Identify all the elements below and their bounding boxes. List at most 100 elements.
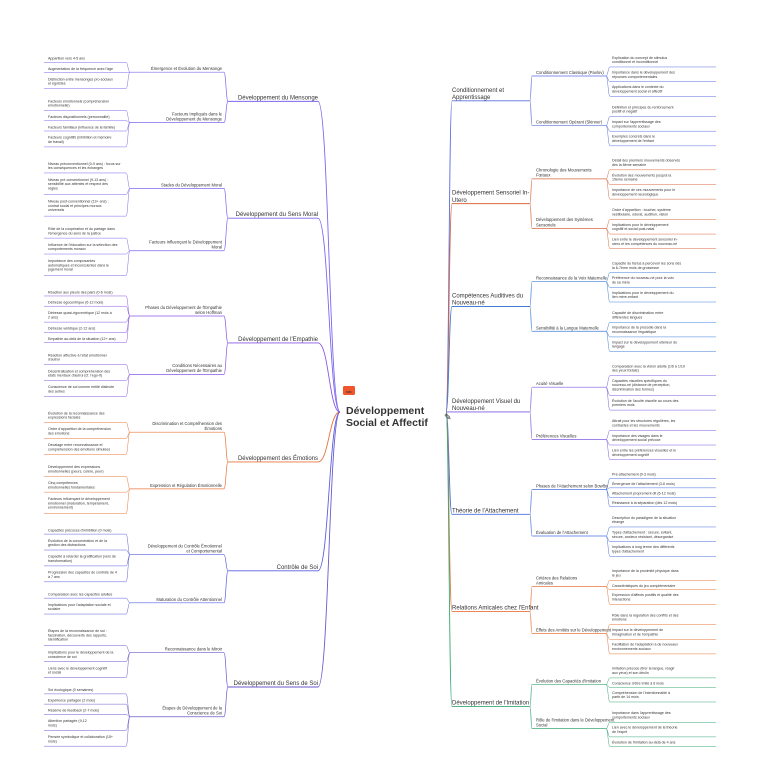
- leaf-topic: Lien avec le développement de la théorie…: [612, 726, 678, 734]
- sub-topic-line: Évaluation de l'Attachement: [536, 530, 589, 535]
- link-line: [223, 315, 229, 344]
- leaf-topic: Comparaison avec les capacités adultes: [48, 592, 113, 596]
- leaf-topic: Détresse égocentrique (6-12 mois): [48, 301, 103, 305]
- link-line: [125, 188, 131, 195]
- sub-topic-line: Sensoriels: [536, 222, 556, 227]
- link-line: [529, 203, 533, 229]
- link-line: [605, 228, 611, 249]
- leaf-topic: Caractéristiques du jeu complémentaire: [612, 584, 675, 588]
- link-line: [529, 100, 533, 126]
- central-topic-badge: ᴍᴍ: [346, 389, 352, 394]
- leaf-topic: Facteurs familiaux (influence de la fami…: [48, 125, 115, 129]
- sub-topic-line: et Comportemental: [186, 549, 222, 554]
- leaf-topic-line: langage: [612, 345, 625, 349]
- main-topic: Développement du Mensonge: [238, 95, 319, 101]
- leaf-topic-line: Exemples concrets dans le: [612, 135, 655, 139]
- leaf-topic-line: identification: [48, 638, 68, 642]
- leaf-topic-line: différentes langues: [612, 315, 643, 319]
- leaf-topic-line: à 7 ans: [48, 575, 60, 579]
- leaf-topic-line: réponses comportementales: [612, 75, 658, 79]
- main-topic: Contrôle de Soi: [277, 565, 318, 571]
- leaf-topic: Empathie au-delà de la situation (12+ an…: [48, 337, 116, 341]
- leaf-topic-line: Importance de ces mouvements pour le: [612, 188, 675, 192]
- link-line: [605, 386, 611, 411]
- link-line: [125, 188, 131, 217]
- leaf-topic-line: positif et négatif: [612, 110, 637, 114]
- link-line: [125, 597, 131, 604]
- leaf-topic-line: 15ème semaine: [612, 178, 638, 182]
- link-line: [125, 475, 131, 490]
- sub-topic-line: Chronologie des Mouvements: [536, 168, 592, 173]
- central-topic-icon: [343, 386, 355, 395]
- main-topic-line: Nouveau-né: [452, 406, 485, 412]
- leaf-topic-line: développement neurologique: [612, 192, 658, 196]
- leaf-topic-line: comportements sociaux: [612, 124, 650, 128]
- link-line: [605, 219, 611, 229]
- link-line: [529, 75, 533, 102]
- leaf-topic-line: Décentralisation et compréhension des: [48, 369, 110, 373]
- leaf-topic-line: transformation): [48, 559, 72, 563]
- leaf-topic-line: Impact sur le développement de: [612, 628, 663, 632]
- leaf-topic-line: cognitif et social post-natal: [612, 227, 655, 231]
- main-topic: Relations Amicales chez l'Enfant: [452, 605, 539, 611]
- link-line: [223, 217, 229, 252]
- leaf-topic: Description du paradigme de la situation…: [612, 516, 676, 524]
- leaf-topic-line: Liens avec le développement cognitif: [48, 666, 107, 670]
- leaf-topic-line: Évolution de l'imitation au-delà de 4 an…: [612, 740, 676, 745]
- link-line: [317, 411, 341, 463]
- link-line: [125, 295, 131, 317]
- central-topic-title-line1: Développement: [346, 405, 425, 417]
- leaf-topic: Conscience d'être imité à 6 mois: [612, 682, 664, 686]
- leaf-topic-line: Attachement proprement dit (6-12 mois): [612, 492, 676, 496]
- central-topic[interactable]: ᴍᴍ Développement Social et Affectif ✎: [343, 386, 452, 429]
- leaf-topic-line: premiers mois: [612, 403, 635, 407]
- sub-topic: Acuité Visuelle: [536, 381, 564, 386]
- edit-icon[interactable]: ✎: [444, 412, 452, 422]
- leaf-topic-line: Expression d'affects positifs et qualité…: [612, 593, 679, 597]
- leaf-topic-line: Impact sur l'apprentissage des: [612, 120, 661, 124]
- leaf-topic-line: Compréhension de l'intentionnalité à: [612, 691, 670, 695]
- link-line: [605, 677, 611, 685]
- leaf-topic-line: Types d'attachement : sécure, évitant,: [612, 530, 672, 534]
- sub-topic-line: Fœtaux: [536, 173, 551, 178]
- leaf-topic-line: gestion des distractions: [48, 543, 86, 547]
- leaf-topic: Types d'attachement : sécure, évitant,sé…: [612, 530, 673, 538]
- sub-topic-line: Discrimination et Compréhension des: [152, 421, 222, 426]
- sub-topic-line: Critères des Relations: [536, 575, 577, 580]
- leaf-topic-line: Émergence de l'attachement (3-6 mois): [612, 481, 675, 486]
- leaf-topic-line: Ordre d'apparition de la compréhension: [48, 427, 111, 431]
- sub-topic-line: Reconnaissance de la Voix Maternelle: [536, 276, 608, 281]
- leaf-topic-line: Cinq compétences: [48, 481, 78, 485]
- link-line: [223, 554, 229, 572]
- leaf-topic-line: environnements sociaux: [612, 647, 651, 651]
- leaf-topic-line: lien mère-enfant: [612, 295, 638, 299]
- link-line: [445, 306, 453, 413]
- leaf-topic-line: Facteurs familiaux (influence de la fami…: [48, 125, 115, 129]
- link-line: [223, 71, 229, 102]
- link-line: [529, 706, 533, 729]
- leaf-topic-line: Capacité de discrimination entre: [612, 311, 663, 315]
- link-line: [125, 250, 131, 276]
- leaf-topic-line: l'imagination et de l'empathie: [612, 632, 658, 636]
- sub-topic-line: Développement du Contrôle Émotionnel: [148, 543, 222, 548]
- leaf-topic-line: la 6-7ème mois de grossesse: [612, 266, 659, 270]
- leaf-topic-line: émotionnel (maturation, tempérament,: [48, 501, 109, 505]
- leaf-topic-line: développement de l'enfant: [612, 139, 654, 143]
- link-line: [125, 110, 131, 123]
- sub-topic: Évolution des Capacités d'Imitation: [536, 678, 602, 683]
- leaf-topic-line: développement social précoce: [612, 438, 661, 442]
- leaf-topic-line: Évolution de la reconnaissance des: [48, 410, 105, 415]
- link-line: [605, 116, 611, 126]
- sub-topic: Évaluation de l'Attachement: [536, 530, 589, 535]
